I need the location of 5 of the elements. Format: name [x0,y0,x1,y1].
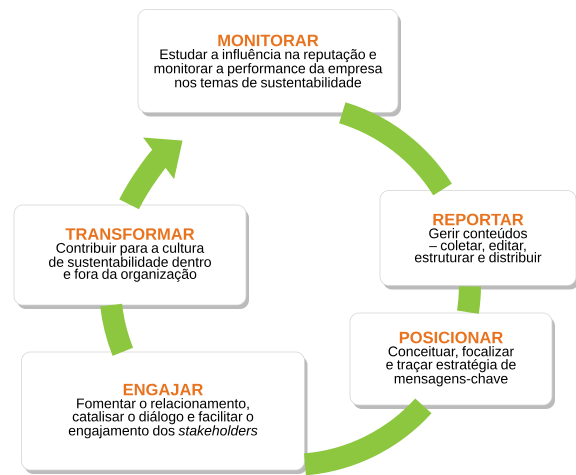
text-box: POSICIONAR Conceituar, focalizar e traçar estratégia de mensagens-chave [350,312,555,409]
text-box: TRANSFORMAR Contribuir para a cultura de sustentabilidade dentro e fora da organização [14,204,249,309]
text-box: MONITORAR Estudar a influência na reputação e monitorar a performance da empresa nos temas de sustentabilidade [138,9,401,116]
text-box: ENGAJAR Fomentar o relacionamento, catalisar o diálogo e facilitar o engajamento dos stakeholders [21,352,308,474]
text-box: REPORTAR Gerir conteúdos – coletar, editar, estruturar e distribuir [380,190,576,290]
